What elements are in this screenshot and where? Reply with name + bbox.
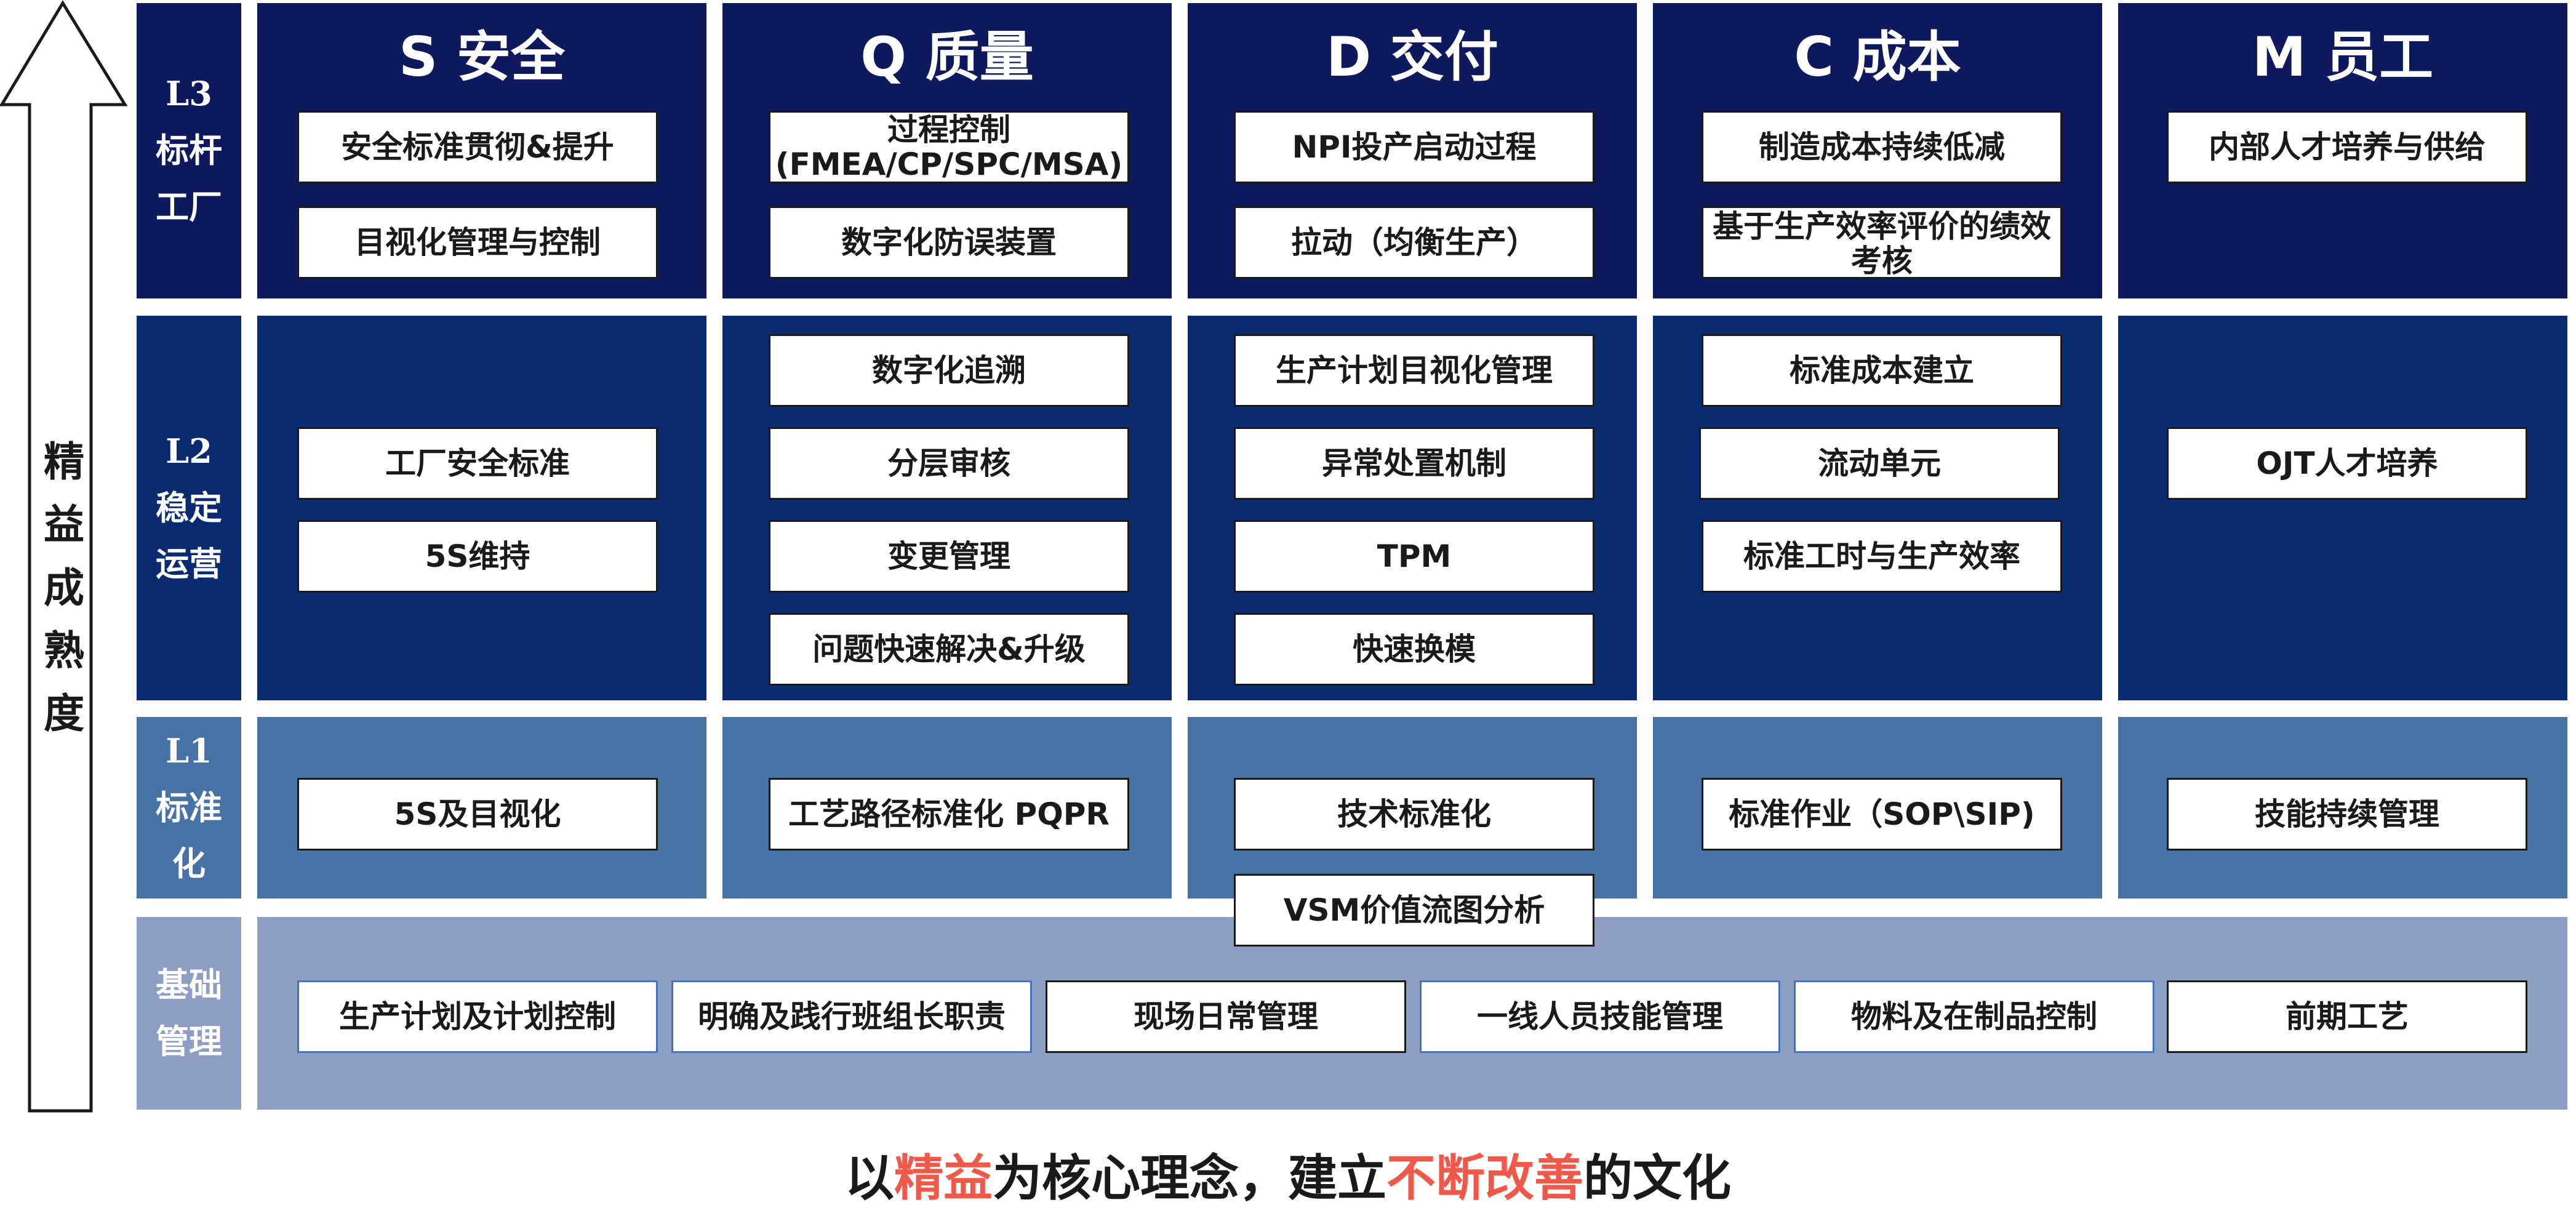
row-l2-label-cell [137,316,241,700]
practice-box: 异常处置机制 [1234,427,1594,500]
base-practice-box: 前期工艺 [2167,980,2527,1053]
column-title-m: M 员工 [2252,25,2434,89]
practice-box: 快速换模 [1234,613,1594,686]
row-base-label-cell [137,917,241,1110]
practice-box: 过程控制 (FMEA/CP/SPC/MSA) [769,111,1129,183]
practice-box: 数字化防误装置 [769,206,1129,279]
practice-box: 分层审核 [769,427,1129,500]
caption-part: 以 [845,1150,894,1207]
maturity-axis-label: 精 益 成 熟 度 [44,438,84,738]
row-label-l2: L2 稳定 运营 [156,431,222,584]
practice-box: VSM价值流图分析 [1234,874,1594,947]
practice-box: 标准工时与生产效率 [1702,520,2062,593]
practice-box-line: 过程控制 [887,112,1010,148]
caption-highlight: 精益 [894,1150,993,1207]
practice-box: OJT人才培养 [2167,427,2527,500]
base-practice-box: 一线人员技能管理 [1420,980,1780,1053]
bottom-caption: 以精益为核心理念，建立不断改善的文化 [0,1145,2576,1212]
practice-box: NPI投产启动过程 [1234,111,1594,183]
caption-highlight: 不断改善 [1386,1150,1583,1207]
practice-box: 安全标准贯彻&提升 [297,111,658,183]
practice-box: 标准成本建立 [1702,334,2062,407]
practice-box: 5S及目视化 [297,778,658,851]
caption-part: 的文化 [1583,1150,1731,1207]
practice-box: 目视化管理与控制 [297,206,658,279]
base-practice-box: 现场日常管理 [1046,980,1406,1053]
practice-box: 变更管理 [769,520,1129,593]
practice-box: 工艺路径标准化 PQPR [769,778,1129,851]
practice-box: 5S维持 [297,520,658,593]
column-title-d: D 交付 [1326,25,1498,89]
caption-part: 为核心理念，建立 [993,1150,1386,1207]
practice-box: 内部人才培养与供给 [2167,111,2527,183]
column-title-q: Q 质量 [860,25,1034,89]
practice-box: 制造成本持续低减 [1702,111,2062,183]
practice-box: 技术标准化 [1234,778,1594,851]
row-label-base: 基础 管理 [156,965,222,1061]
column-title-c: C 成本 [1794,25,1961,89]
maturity-arrow [0,0,128,1113]
practice-box: 工厂安全标准 [297,427,658,500]
cell-m-l2 [2118,316,2567,700]
base-practice-box: 生产计划及计划控制 [297,980,658,1053]
base-practice-box: 物料及在制品控制 [1794,980,2154,1053]
practice-box: 标准作业（SOP\SIP) [1702,778,2062,851]
cell-s-l2 [257,316,706,700]
practice-box: 问题快速解决&升级 [769,613,1129,686]
base-practice-box: 明确及践行班组长职责 [671,980,1032,1053]
practice-box: TPM [1234,520,1594,593]
practice-box: 技能持续管理 [2167,778,2527,851]
practice-box: 数字化追溯 [769,334,1129,407]
row-label-l3: L3 标杆 工厂 [156,74,222,226]
row-l3-label-cell [137,3,241,298]
column-title-s: S 安全 [398,25,566,89]
practice-box: 拉动（均衡生产） [1234,206,1594,279]
practice-box: 生产计划目视化管理 [1234,334,1594,407]
row-l1-label-cell [137,717,241,899]
row-label-l1: L1 标准 化 [156,731,222,884]
practice-box: 基于生产效率评价的绩效考核 [1702,206,2062,279]
practice-box-line: (FMEA/CP/SPC/MSA) [775,146,1123,182]
practice-box: 流动单元 [1699,427,2060,500]
